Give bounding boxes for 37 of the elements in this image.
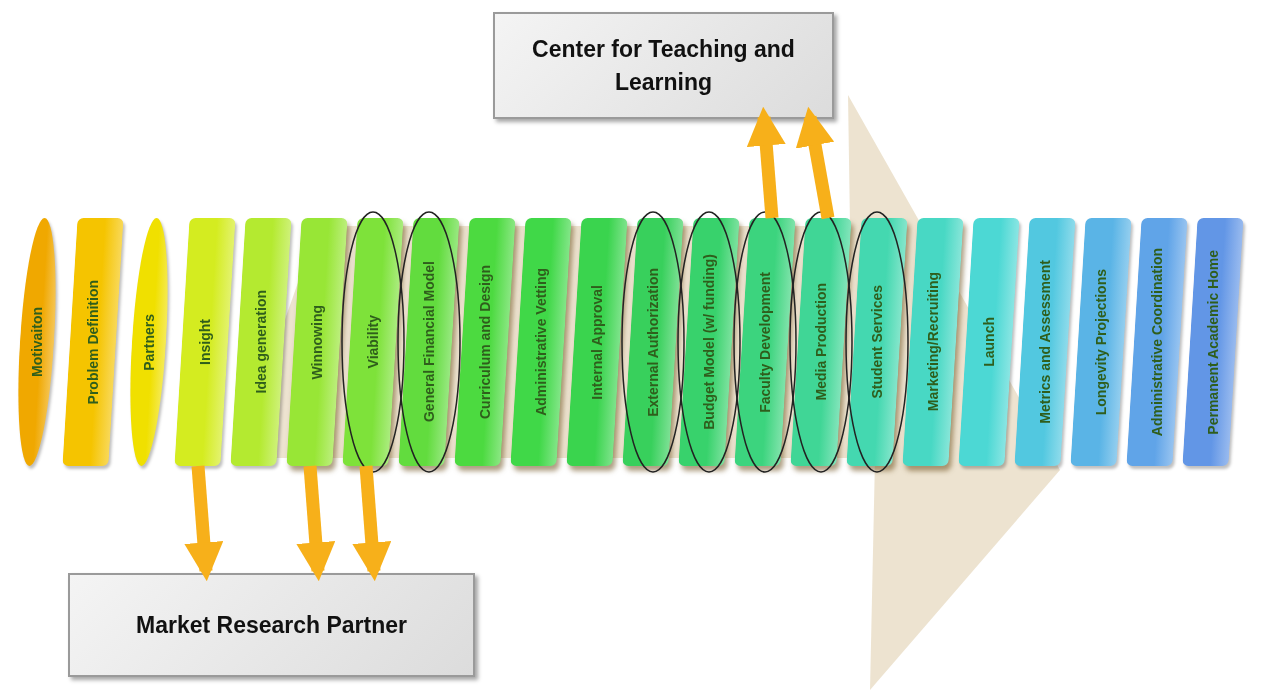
stage-label: Media Production <box>813 283 829 401</box>
stage-label: Problem Definition <box>85 279 101 405</box>
stage-label: General Financial Model <box>421 261 437 423</box>
stage-label: Budget Model (w/ funding) <box>701 254 717 430</box>
box-title: Center for Teaching and Learning <box>531 35 796 97</box>
arrow <box>296 465 336 582</box>
stage-label: Idea generation <box>253 290 269 394</box>
stage-bar <box>62 218 124 466</box>
arrow <box>746 106 786 219</box>
stage-label: Insight <box>197 319 213 365</box>
stage-bar <box>1014 218 1076 466</box>
stage-label: Longevity Projections <box>1093 268 1109 416</box>
stage-label: Motivaiton <box>29 307 45 377</box>
box-title: Market Research Partner <box>136 610 407 640</box>
stage-label: Marketing/Recruiting <box>925 272 941 412</box>
stage-label: Curriculum and Design <box>477 265 493 419</box>
stage-bar <box>1070 218 1132 466</box>
stage-bar <box>174 218 236 466</box>
partner-box <box>68 573 475 677</box>
stage-label: Permanent Academic Home <box>1205 249 1221 435</box>
stage-bar <box>1182 218 1244 466</box>
stage-label: Launch <box>981 317 997 367</box>
arrow <box>795 106 835 220</box>
stage-label: Faculty Development <box>757 271 773 413</box>
stage-label: Winnowing <box>309 304 325 380</box>
stage-label: External Authorization <box>645 267 661 417</box>
arrow <box>352 465 392 582</box>
stage-label: Partners <box>141 313 157 371</box>
stage-label: Viability <box>365 315 381 369</box>
stage-label: Administrative Coordination <box>1149 247 1165 437</box>
stage-bar <box>1126 218 1188 466</box>
stage-label: Metrics and Assessment <box>1037 260 1053 424</box>
stage-label: Administrative Vetting <box>533 268 549 416</box>
partner-box <box>493 12 834 119</box>
arrow <box>184 465 224 582</box>
stage-label: Student Services <box>869 285 885 399</box>
stage-label: Internal Approval <box>589 284 605 400</box>
